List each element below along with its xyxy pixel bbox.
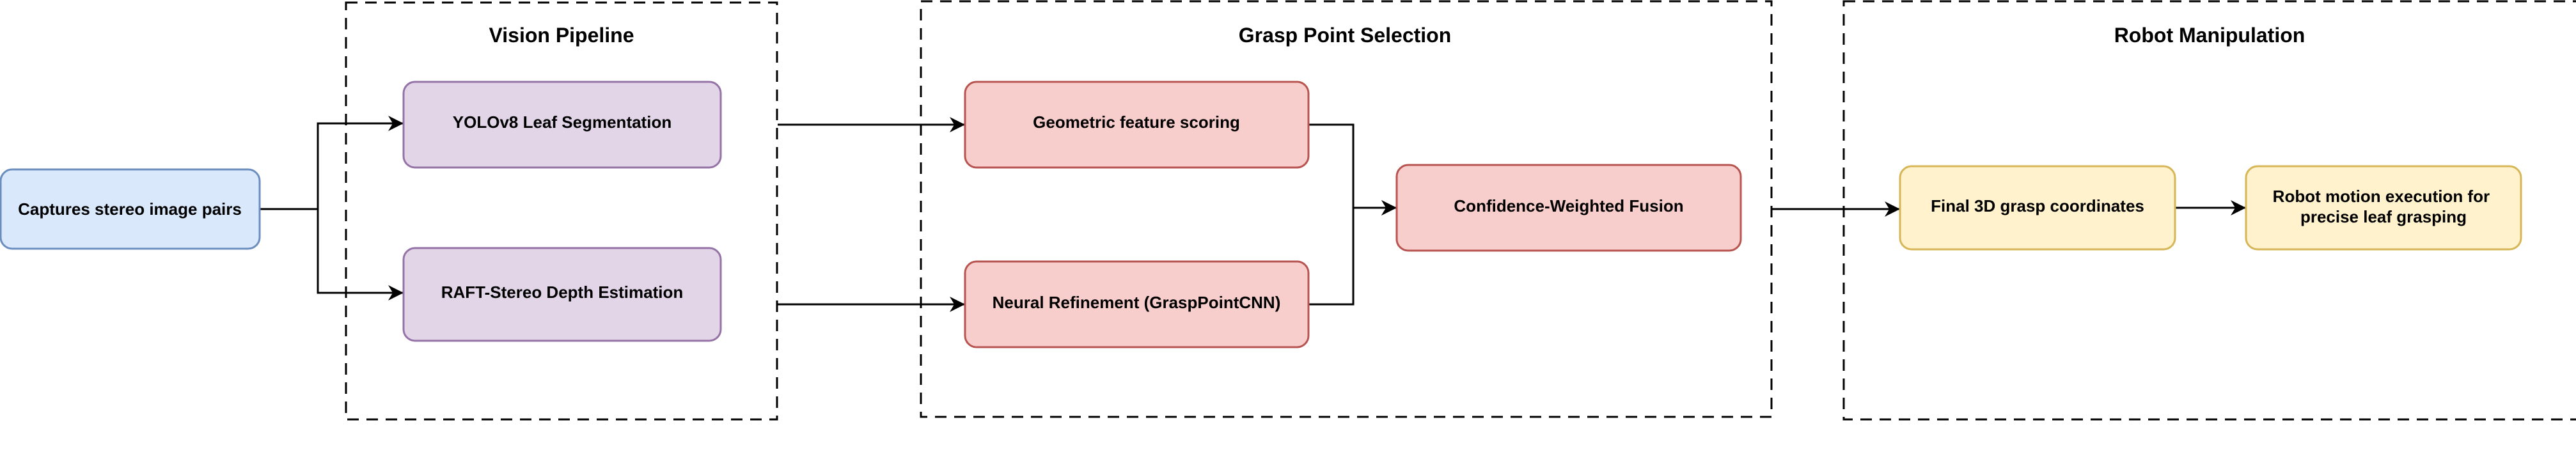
node-capture-box — [0, 168, 261, 250]
node-raft[interactable]: RAFT-Stereo Depth Estimation — [402, 247, 722, 342]
group-robot-manipulation-border — [1842, 0, 2576, 421]
node-motion-label-line1: Robot motion execution for — [2273, 187, 2490, 206]
edge-capture-to-yolo — [260, 116, 404, 210]
node-fusion-label: Confidence-Weighted Fusion — [1454, 196, 1683, 215]
node-capture-label: Captures stereo image pairs — [18, 199, 242, 219]
node-motion-box — [2245, 165, 2522, 251]
group-robot-manipulation: Robot Manipulation — [1842, 0, 2576, 421]
node-coords-box — [1899, 165, 2176, 251]
group-robot-manipulation-title: Robot Manipulation — [2114, 24, 2305, 47]
node-motion-label: Robot motion execution for precise leaf … — [2273, 187, 2495, 226]
group-vision-pipeline-title: Vision Pipeline — [489, 24, 634, 47]
node-raft-box — [402, 247, 722, 342]
group-vision-pipeline-border — [345, 1, 778, 421]
node-coords[interactable]: Final 3D grasp coordinates — [1899, 165, 2176, 251]
node-fusion-box — [1395, 164, 1742, 252]
node-raft-label: RAFT-Stereo Depth Estimation — [441, 283, 683, 302]
node-yolo-box — [402, 81, 722, 169]
node-geometric-box — [964, 81, 1310, 169]
edge-neural-to-fusion — [1308, 200, 1397, 306]
node-fusion[interactable]: Confidence-Weighted Fusion — [1395, 164, 1742, 252]
node-neural-box — [964, 260, 1310, 348]
node-capture[interactable]: Captures stereo image pairs — [0, 168, 261, 250]
group-vision-pipeline: Vision Pipeline — [345, 1, 778, 421]
node-motion[interactable]: Robot motion execution for precise leaf … — [2245, 165, 2522, 251]
node-geometric-label: Geometric feature scoring — [1033, 113, 1240, 132]
edges — [260, 116, 2246, 312]
node-motion-label-line2: precise leaf grasping — [2300, 207, 2467, 226]
node-coords-label: Final 3D grasp coordinates — [1931, 196, 2144, 215]
edge-capture-to-raft — [260, 208, 404, 300]
node-geometric[interactable]: Geometric feature scoring — [964, 81, 1310, 169]
node-yolo[interactable]: YOLOv8 Leaf Segmentation — [402, 81, 722, 169]
node-neural[interactable]: Neural Refinement (GraspPointCNN) — [964, 260, 1310, 348]
node-neural-label: Neural Refinement (GraspPointCNN) — [993, 293, 1281, 312]
node-yolo-label: YOLOv8 Leaf Segmentation — [453, 113, 671, 132]
edge-geometric-to-fusion — [1308, 123, 1397, 215]
group-grasp-point-selection-title: Grasp Point Selection — [1239, 24, 1452, 47]
